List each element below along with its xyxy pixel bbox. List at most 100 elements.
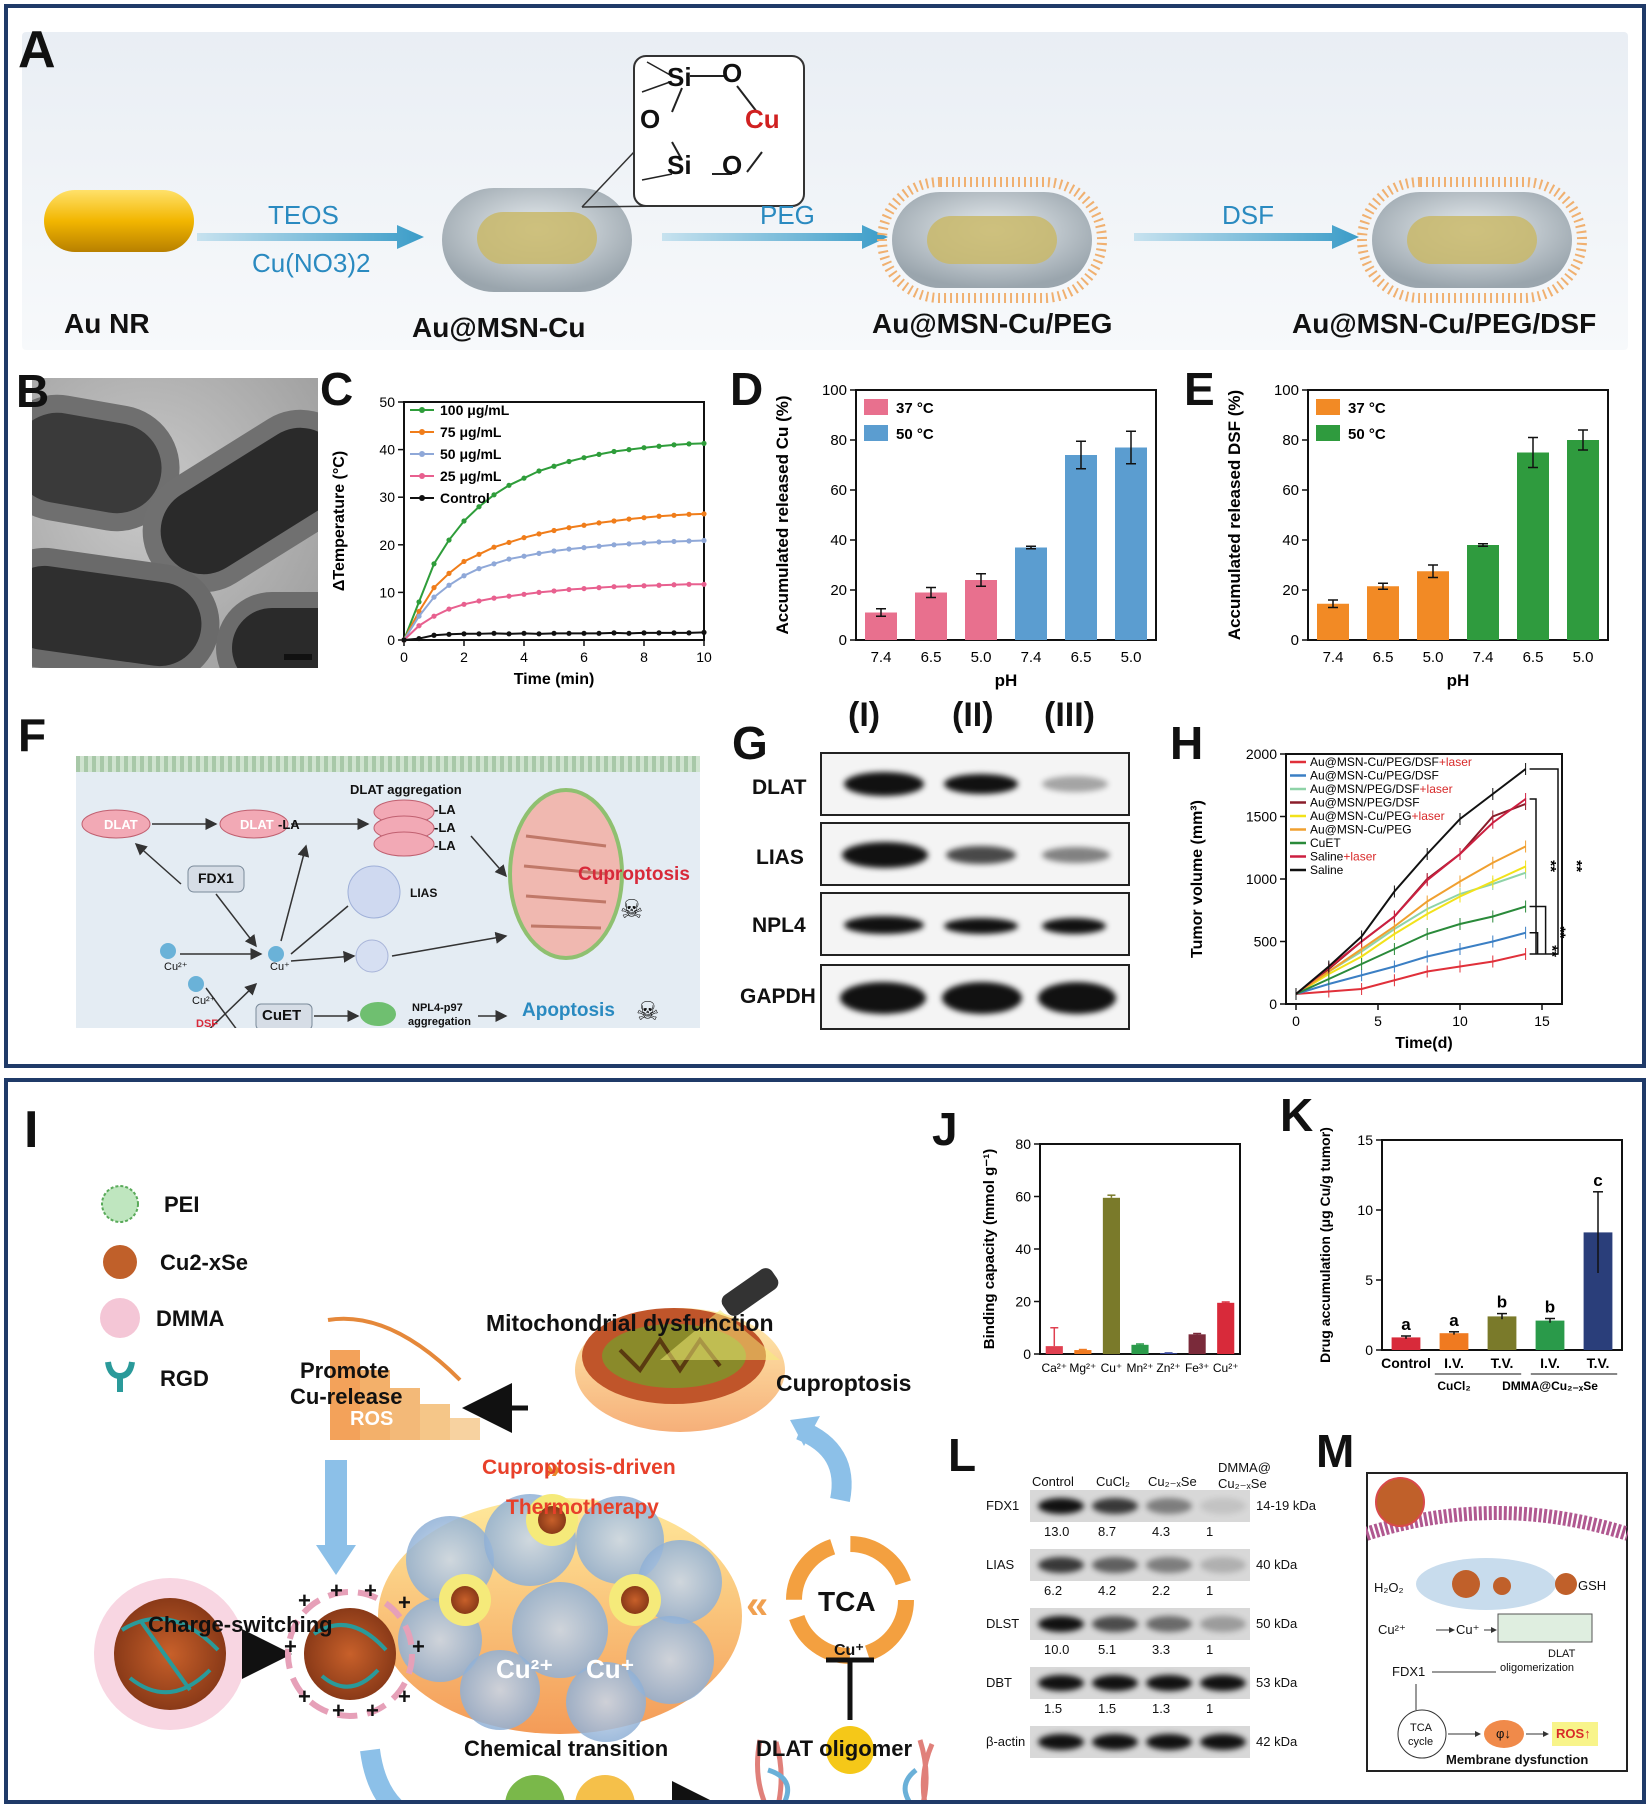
skull-icon-2: ☠ — [636, 996, 660, 1026]
i-tca: TCA — [818, 1586, 876, 1617]
panel-b-label: B — [16, 365, 50, 417]
l-band — [1092, 1616, 1138, 1632]
data-point — [536, 468, 542, 474]
l-quant-value: 1.5 — [1098, 1701, 1117, 1716]
bar — [1217, 1302, 1235, 1354]
i-cuproptosis-driven: Cuproptosis-driven — [482, 1456, 676, 1479]
legend-cu2xse: Cu2-xSe — [160, 1250, 249, 1275]
cu-redox-cycle — [505, 1775, 635, 1800]
legend-swatch — [1316, 425, 1340, 441]
bar — [1439, 1333, 1469, 1350]
legend-label: Au@MSN-Cu/PEG/DSF — [1310, 769, 1439, 783]
plot-frame — [403, 401, 705, 641]
m-oligomerization: oligomerization — [1500, 1662, 1574, 1674]
g-band-npl4-1 — [844, 916, 924, 934]
data-point — [626, 516, 632, 522]
x-tick-label: 6.5 — [1373, 649, 1394, 666]
data-point — [521, 535, 527, 541]
m-gsh: GSH — [1578, 1578, 1607, 1593]
data-point — [506, 556, 512, 562]
m-cu2: Cu²⁺ — [1378, 1622, 1406, 1637]
y-tick-label: 1000 — [1246, 871, 1277, 887]
x-tick-label: T.V. — [1491, 1355, 1514, 1371]
g-band-dlat-3 — [1042, 776, 1108, 792]
legend-label: 75 μg/mL — [440, 424, 502, 440]
x-tick-label: 6.5 — [1523, 649, 1544, 666]
data-point — [641, 540, 647, 546]
bar — [1045, 1346, 1063, 1354]
x-tick-label: 10 — [1452, 1013, 1468, 1029]
data-point — [611, 448, 617, 455]
arrow-label-dsf: DSF — [1222, 200, 1274, 230]
l-band — [1200, 1675, 1246, 1691]
x-tick-label: 4 — [520, 649, 528, 665]
legend-label: Au@MSN-Cu/PEG — [1310, 823, 1412, 837]
bar — [1517, 452, 1549, 640]
data-point — [401, 637, 407, 643]
l-band — [1200, 1498, 1246, 1514]
data-point — [701, 511, 707, 517]
y-tick-label: 60 — [1282, 482, 1299, 499]
legend-label: CuET — [1310, 836, 1341, 850]
x-tick-label: I.V. — [1540, 1355, 1560, 1371]
tca-cycle-m — [1397, 1709, 1447, 1759]
data-point — [671, 630, 677, 636]
x-tick-label: 5 — [1374, 1013, 1382, 1029]
group-label: CuCl₂ — [1437, 1379, 1470, 1393]
l-kda-label: 14-19 kDa — [1256, 1498, 1316, 1513]
data-point — [521, 630, 527, 636]
g-blot-npl4 — [820, 892, 1130, 956]
significance-letter: a — [1401, 1315, 1411, 1334]
i-cu1-text: Cu⁺ — [586, 1654, 635, 1684]
l-row-label: β-actin — [986, 1734, 1026, 1749]
fdx1-box — [187, 865, 245, 893]
npl4-shape — [360, 1002, 396, 1026]
legend-marker — [419, 429, 425, 435]
bar — [1487, 1316, 1517, 1350]
data-point — [491, 595, 497, 601]
l-band — [1200, 1734, 1246, 1750]
ros-staircase-icon — [327, 1316, 480, 1440]
lias-small — [355, 939, 389, 973]
data-point — [416, 608, 422, 615]
svg-text:+: + — [332, 1698, 345, 1723]
data-point — [701, 629, 707, 635]
l-blot-strip — [1030, 1490, 1250, 1522]
data-point — [656, 630, 662, 636]
y-tick-label: 50 — [379, 394, 395, 410]
data-point — [581, 545, 587, 551]
x-tick-label: 2 — [460, 649, 468, 665]
nanoparticle-dmma — [94, 1578, 246, 1730]
y-axis-label: Binding capacity (mmol g⁻¹) — [981, 1149, 998, 1349]
bar — [1417, 571, 1449, 640]
legend-label: Au@MSN/PEG/DSF+laser — [1310, 782, 1453, 796]
panel-f-label: F — [18, 709, 47, 761]
g-band-lias-2 — [946, 846, 1016, 864]
l-lane-cu2xse: Cu₂₋ₓSe — [1148, 1474, 1197, 1489]
f-cu2-1: Cu²⁺ — [164, 961, 188, 973]
arrow-label-cuno3: Cu(NO3)2 — [252, 248, 371, 278]
stage-label-au-msn-cu-peg: Au@MSN-Cu/PEG — [872, 308, 1113, 339]
data-point — [656, 513, 662, 519]
nanoparticle-m — [1375, 1477, 1425, 1527]
i-promote: Promote — [300, 1358, 390, 1383]
data-point — [551, 463, 557, 469]
significance-mark: ** — [1552, 927, 1569, 939]
x-tick-label: 10 — [696, 649, 712, 665]
data-point — [611, 630, 617, 636]
data-point — [671, 512, 677, 518]
data-point — [596, 585, 602, 591]
legend-pei: PEI — [164, 1192, 200, 1217]
l-blot-strip — [1030, 1726, 1250, 1758]
data-point — [476, 504, 482, 510]
x-tick-label: 5.0 — [1573, 649, 1594, 666]
tem-rod-3 — [32, 560, 207, 668]
bar — [1074, 1350, 1092, 1354]
data-point — [431, 594, 437, 600]
top-figure-frame — [4, 4, 1646, 1068]
data-point — [566, 586, 572, 593]
i-dlat-oligomer: DLAT oligomer — [756, 1736, 913, 1761]
l-lane-dmma: DMMA@ — [1218, 1460, 1271, 1475]
f-la-4: -LA — [434, 838, 456, 853]
